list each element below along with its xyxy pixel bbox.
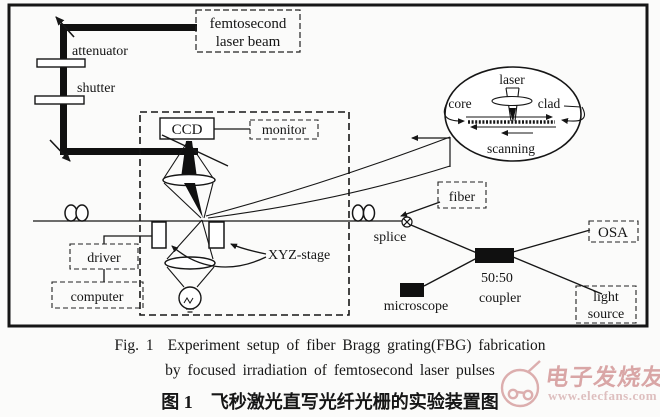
figure-number-cn: 图 1 (161, 392, 193, 412)
setup-diagram: attenuator shutter femtosecond laser bea… (7, 3, 649, 328)
fiber-box (437, 181, 487, 209)
coupler-network (410, 224, 603, 295)
femtosecond-laser-box (195, 9, 301, 53)
elecfans-watermark: 电子发烧友 www.elecfans.com (490, 352, 660, 416)
inset-core-label: core (448, 96, 471, 111)
computer-box (51, 281, 144, 309)
shutter-label: shutter (77, 81, 115, 96)
femtosecond-laser-label-line1: femtosecond (210, 16, 287, 32)
stage-block-left (151, 221, 167, 249)
caption-cn-text: 飞秒激光直写光纤光栅的实验装置图 (210, 392, 499, 412)
coupler-ratio-label: 50:50 (481, 271, 513, 286)
fiber-label: fiber (449, 190, 476, 205)
shutter-plate-icon (34, 95, 85, 105)
inset-focus-cone (491, 87, 533, 122)
splice-icon (401, 216, 413, 228)
driver-label: driver (87, 251, 121, 266)
watermark-url-text: www.elecfans.com (548, 388, 658, 403)
caption-en-text1: Experiment setup of fiber Bragg grating(… (167, 337, 546, 354)
computer-label: computer (71, 290, 124, 305)
figure-number-en: Fig. 1 (114, 337, 154, 354)
fiber-coil-icon (64, 204, 89, 222)
xyz-arrow (230, 243, 267, 255)
stage-block-right (208, 221, 225, 249)
inset-fiber-scanning (443, 102, 586, 136)
microscope-icon (400, 283, 424, 297)
monitor-label: monitor (262, 123, 307, 138)
monitor-box (249, 119, 319, 140)
lamp-icon (178, 286, 202, 313)
diagram-border (7, 3, 649, 328)
elecfans-logo-icon (500, 360, 541, 408)
osa-box (588, 220, 639, 243)
mirror-icon (49, 139, 71, 162)
writing-inset: laser core clad scanning (443, 66, 586, 162)
inset-clad-label: clad (538, 96, 561, 111)
femtosecond-laser-label-line2: laser beam (216, 34, 281, 50)
stage-enclosure-box (139, 111, 350, 316)
watermark-brand-text: 电子发烧友 (543, 365, 660, 390)
fiber-coil-icon (351, 204, 376, 222)
light-source-label-line1: light (593, 290, 619, 305)
driver-box (69, 243, 139, 270)
inset-scanning-label: scanning (487, 141, 535, 156)
xyz-stage-label: XYZ-stage (268, 248, 330, 263)
caption-chinese: 图 1 飞秒激光直写光纤光栅的实验装置图 (0, 388, 660, 414)
coupler-icon (475, 248, 514, 263)
driver-stage-wire (103, 235, 152, 244)
caption-english-line1: Fig. 1 Experiment setup of fiber Bragg gr… (0, 337, 660, 355)
mirror-icon (55, 16, 75, 38)
caption-en-text2: by focused irradiation of femtosecond la… (165, 362, 495, 379)
inset-leader-lines (205, 135, 451, 219)
ccd-label: CCD (172, 122, 203, 138)
coupler-label: coupler (479, 291, 521, 306)
attenuator-label: attenuator (72, 44, 128, 59)
inset-laser-label: laser (499, 72, 525, 87)
attenuator-plate-icon (36, 58, 86, 68)
xyz-arrow (171, 245, 267, 268)
laser-beam-path (60, 24, 198, 155)
inset-lens-icon (491, 95, 533, 107)
focusing-optics (161, 134, 229, 288)
light-source-label-line2: source (588, 307, 625, 322)
splice-label: splice (374, 230, 407, 245)
condenser-lens-icon (164, 256, 216, 270)
fiber-arrow (400, 201, 441, 217)
microscope-label: microscope (384, 299, 449, 314)
caption-english-line2: by focused irradiation of femtosecond la… (0, 362, 660, 380)
osa-label: OSA (598, 225, 628, 241)
